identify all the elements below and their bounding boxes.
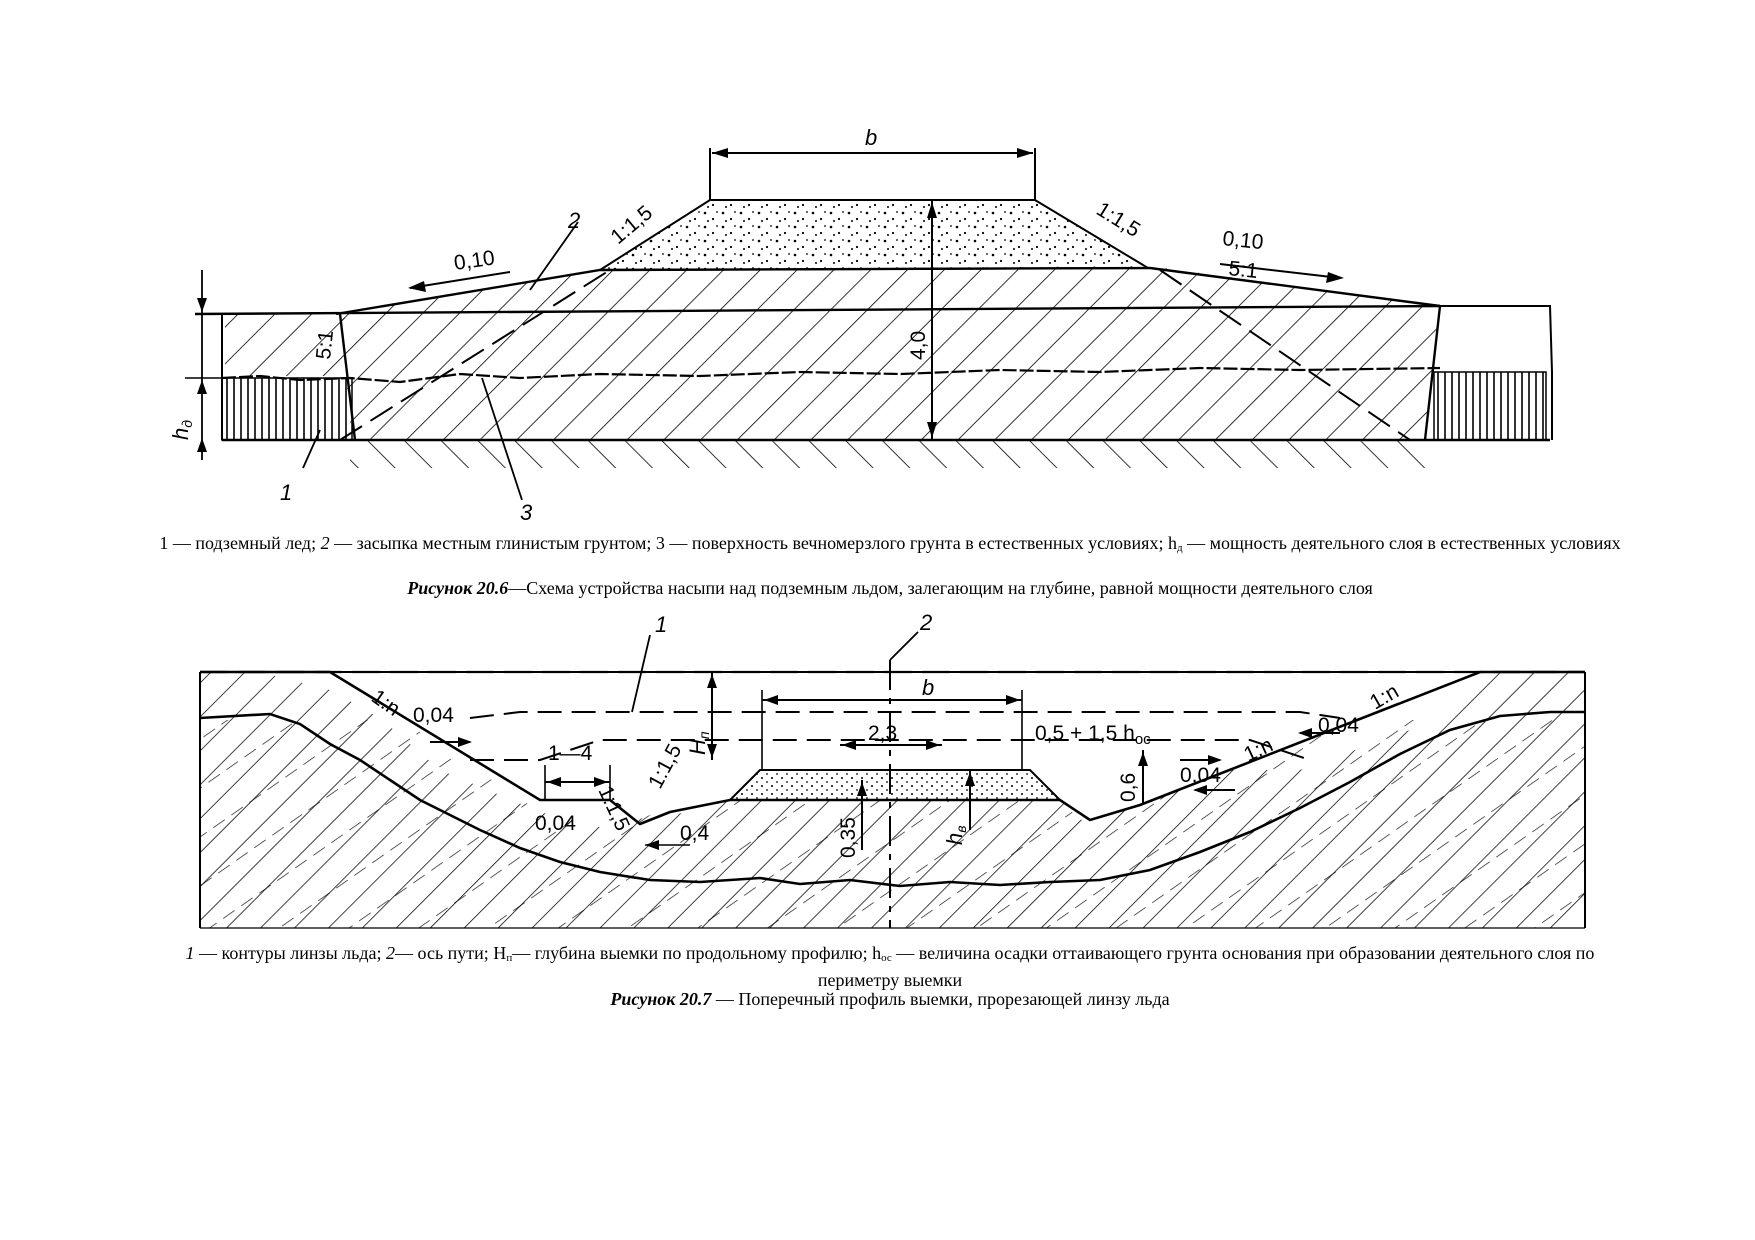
label-hd: hд bbox=[168, 420, 195, 440]
fig2-dim-04: 0,4 bbox=[680, 822, 710, 845]
label-slope-51-left: 5:1 bbox=[312, 329, 338, 360]
fig2-grade-004-mid-right: 0,04 bbox=[1180, 764, 1221, 787]
figure-20-6: b 1:1,5 1:1,5 0,10 0,10 5:1 5:1 4,0 hд 1… bbox=[0, 120, 1755, 530]
figure2-caption-title: Рисунок 20.7 bbox=[610, 989, 712, 1009]
callout-2: 2 bbox=[567, 208, 580, 233]
backfill-surface bbox=[335, 266, 1441, 316]
label-slope-right: 1:1,5 bbox=[1092, 198, 1144, 242]
label-grade-left: 0,10 bbox=[452, 246, 496, 274]
figure1-legend: 1 — подземный лед; 2 — засыпка местным г… bbox=[159, 533, 1621, 554]
cut-surface bbox=[200, 670, 1585, 826]
natural-ground-right bbox=[1433, 305, 1553, 441]
permafrost-surface bbox=[221, 366, 1441, 384]
fig2-dim-23: 2,3 bbox=[868, 722, 897, 745]
embankment-diagram: b 1:1,5 1:1,5 0,10 0,10 5:1 5:1 4,0 hд 1… bbox=[168, 125, 1553, 525]
callout-3: 3 bbox=[520, 500, 533, 525]
label-grade-right: 0,10 bbox=[1221, 227, 1264, 254]
figure1-caption-text: —Схема устройства насыпи над подземным л… bbox=[508, 578, 1373, 598]
fig2-dim-035: 0,35 bbox=[837, 817, 860, 858]
label-b: b bbox=[865, 125, 877, 150]
ice-lens-contour-left bbox=[199, 710, 1585, 888]
fig2-grade-004-left: 0,04 bbox=[413, 704, 454, 727]
fig2-label-hv: hв bbox=[942, 825, 969, 845]
cut-profile-diagram: 1 2 b 2,3 1—4 1:n 1:n 1:n 0,04 0,04 0,04… bbox=[199, 610, 1586, 929]
figure-20-7: 1 2 b 2,3 1—4 1:n 1:n 1:n 0,04 0,04 0,04… bbox=[0, 610, 1755, 940]
figure1-caption: Рисунок 20.6—Схема устройства насыпи над… bbox=[150, 577, 1630, 599]
embankment-fill bbox=[596, 199, 1152, 272]
fig2-grade-004-bottom: 0,04 bbox=[535, 812, 576, 835]
fig2-callout-2: 2 bbox=[919, 610, 932, 635]
fig2-label-b: b bbox=[922, 675, 934, 700]
callout-1: 1 bbox=[280, 480, 292, 505]
figure2-legend: 1 — контуры линзы льда; 2— ось пути; Нп—… bbox=[185, 943, 1595, 990]
fig2-label-hn: Hп bbox=[685, 731, 712, 755]
b-dimension bbox=[709, 148, 1036, 200]
frozen-ground-body bbox=[340, 266, 1440, 468]
ground-surface bbox=[194, 304, 1441, 316]
fig2-formula: 0,5 + 1,5 hос bbox=[1035, 722, 1151, 748]
label-height: 4,0 bbox=[907, 331, 930, 360]
fig2-grade-004-right: 0,04 bbox=[1318, 714, 1359, 737]
fig2-dim-06: 0,6 bbox=[1117, 773, 1140, 802]
figure2-caption: Рисунок 20.7 — Поперечный профиль выемки… bbox=[150, 988, 1630, 1010]
label-slope-51-right: 5:1 bbox=[1227, 257, 1258, 283]
fig2-callout-1: 1 bbox=[655, 612, 667, 637]
figure1-caption-title: Рисунок 20.6 bbox=[407, 578, 509, 598]
fig2-dim-14: 1—4 bbox=[548, 742, 593, 765]
ballast-prism bbox=[727, 769, 1063, 801]
figure2-caption-text: — Поперечный профиль выемки, прорезающей… bbox=[711, 989, 1170, 1009]
